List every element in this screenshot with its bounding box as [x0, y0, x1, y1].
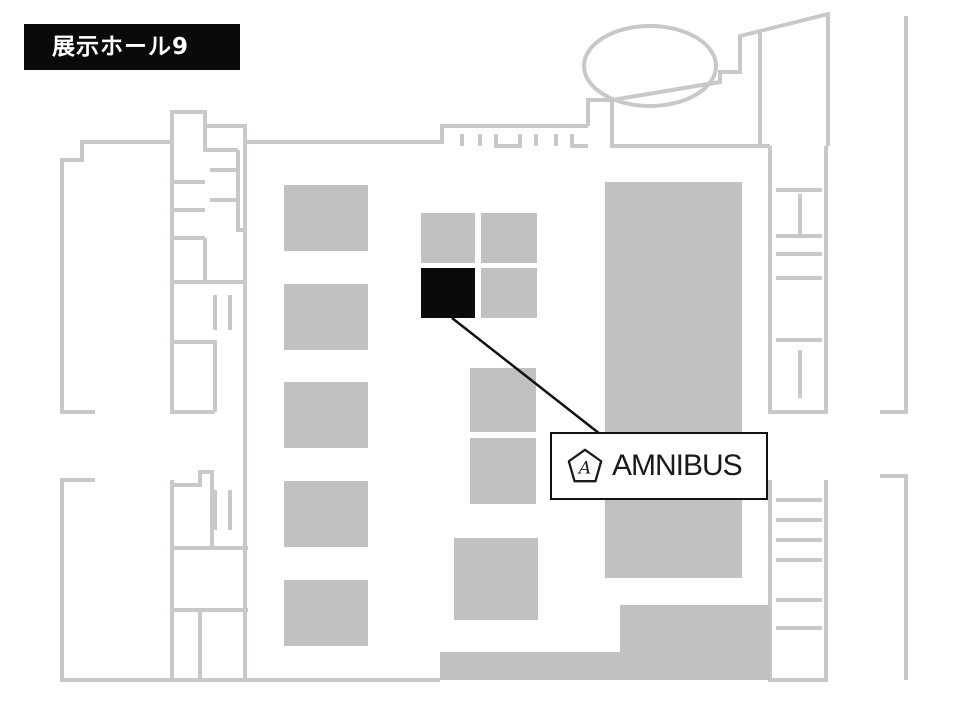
booth — [605, 182, 742, 578]
booth — [284, 580, 368, 646]
booth — [421, 213, 475, 263]
highlighted-booth[interactable] — [421, 268, 475, 318]
walls — [60, 11, 908, 682]
booth — [284, 284, 368, 350]
booth — [284, 185, 368, 251]
amnibus-logo-icon: A — [567, 448, 603, 483]
booth — [284, 382, 368, 448]
booth — [454, 538, 538, 620]
callout-leader-line — [451, 317, 601, 435]
booth — [470, 368, 536, 432]
booth — [470, 438, 536, 504]
booth — [284, 481, 368, 547]
booth — [481, 268, 537, 318]
booth-callout[interactable]: A AMNIBUS — [550, 432, 768, 500]
booth — [481, 213, 537, 263]
hall-label: 展示ホール9 — [24, 24, 240, 70]
svg-text:A: A — [577, 459, 591, 479]
booths — [284, 182, 770, 680]
booth-company-name: AMNIBUS — [612, 449, 743, 482]
booth — [440, 605, 770, 680]
